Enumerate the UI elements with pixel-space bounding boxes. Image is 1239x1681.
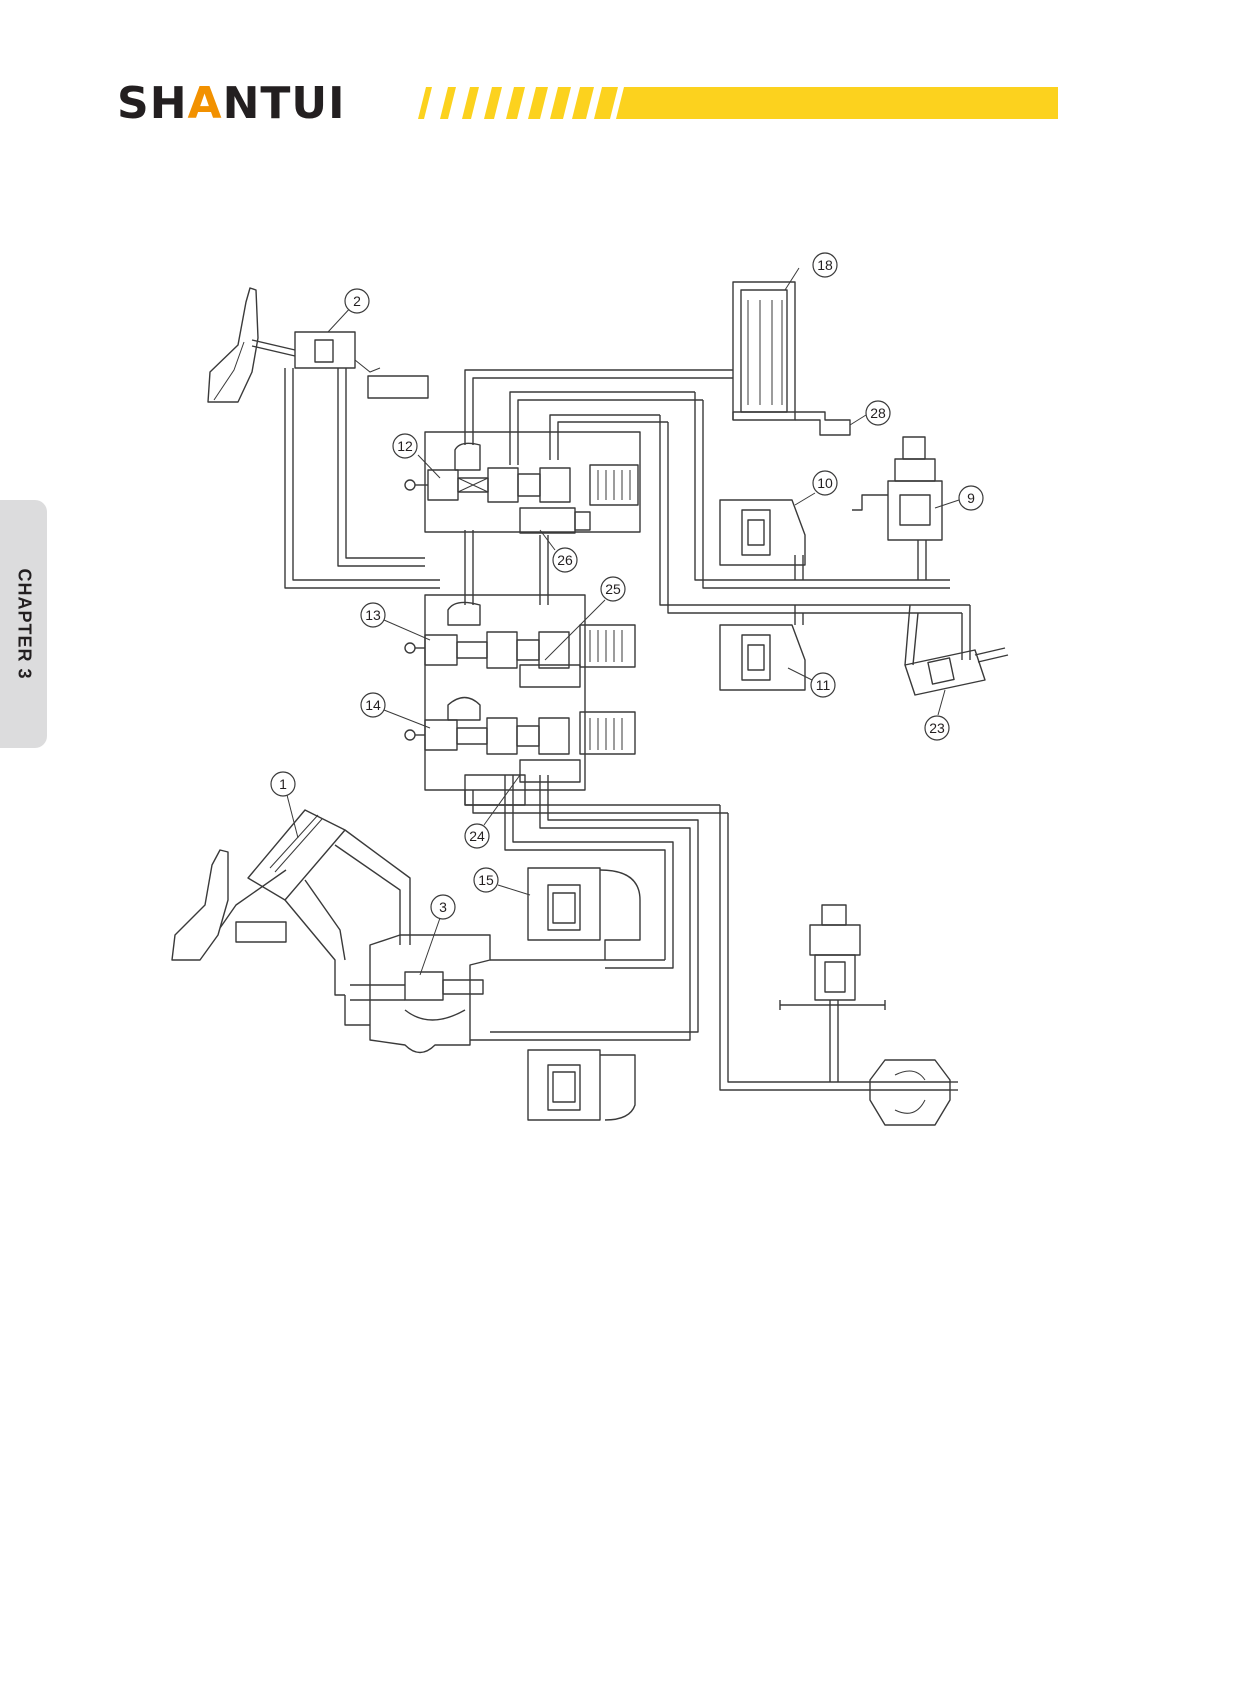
callout-2: 2: [327, 288, 370, 333]
callout-28-label: 28: [870, 405, 886, 421]
callout-24: 24: [464, 774, 521, 849]
valve-15: [527, 867, 641, 960]
callout-1: 1: [270, 771, 299, 839]
callout-10-label: 10: [817, 475, 833, 491]
callout-11-label: 11: [816, 677, 831, 693]
callout-14-label: 14: [365, 697, 381, 713]
control-valve-12: [404, 431, 641, 534]
callout-18-label: 18: [817, 257, 833, 273]
pilot-cylinder-1: [247, 809, 411, 996]
callout-24-label: 24: [469, 828, 485, 844]
relief-valve-11: [719, 624, 806, 691]
callout-14: 14: [360, 692, 431, 729]
callout-3-label: 3: [439, 899, 447, 915]
callout-25-label: 25: [605, 581, 621, 597]
callout-9: 9: [934, 485, 984, 511]
callout-2-label: 2: [353, 293, 361, 309]
brand-logo-part1: SH: [117, 78, 188, 129]
pipe-network: [284, 368, 971, 1091]
callout-15: 15: [473, 867, 531, 896]
valve-9: [852, 436, 943, 541]
callout-12: 12: [392, 433, 441, 479]
valve-right: [809, 904, 861, 1001]
callout-26: 26: [539, 529, 578, 573]
steering-motor: [869, 1059, 958, 1126]
callout-13: 13: [360, 602, 431, 641]
callout-12-label: 12: [397, 438, 413, 454]
pilot-cylinder-2: [251, 331, 429, 399]
control-valve-13-14: [404, 594, 636, 806]
pedal-top: [207, 287, 259, 403]
callout-9-label: 9: [967, 490, 975, 506]
callout-3: 3: [419, 894, 456, 976]
callout-25: 25: [544, 576, 626, 661]
relief-valve-10: [719, 499, 806, 566]
callout-23-label: 23: [929, 720, 945, 736]
chapter-tab[interactable]: CHAPTER 3: [0, 500, 47, 748]
pedal-bottom: [171, 849, 287, 961]
callout-15-label: 15: [478, 872, 494, 888]
brand-logo-accent: A: [187, 78, 223, 129]
accumulator-18: [732, 281, 851, 436]
callout-10: 10: [794, 470, 838, 506]
brand-logo-part2: NTUI: [222, 78, 346, 129]
priority-valve-3: [344, 934, 665, 1054]
cylinder-23: [904, 647, 1009, 696]
valve-bottom: [527, 1049, 636, 1121]
callout-28: 28: [849, 400, 891, 426]
callout-26-label: 26: [557, 552, 573, 568]
callout-23: 23: [924, 689, 950, 741]
brand-logo: SHANTUI: [117, 82, 346, 126]
callout-11: 11: [787, 667, 836, 698]
callout-13-label: 13: [365, 607, 381, 623]
callout-18: 18: [784, 252, 838, 291]
header-stripe-bar: [418, 87, 1058, 119]
callout-1-label: 1: [279, 776, 287, 792]
